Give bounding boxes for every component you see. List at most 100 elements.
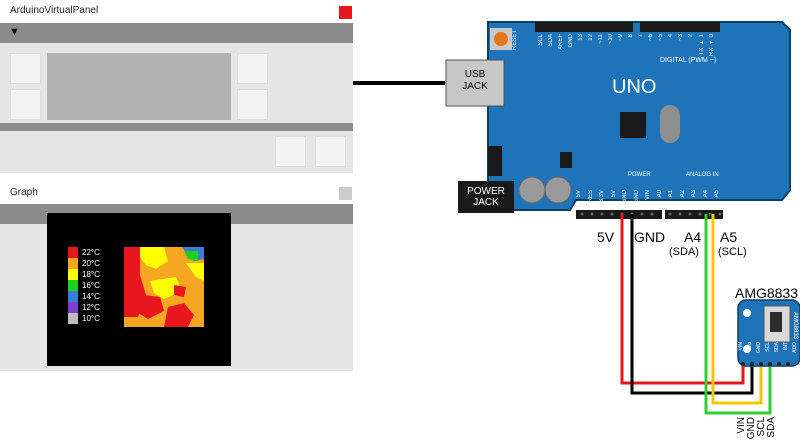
legend-label: 14°C bbox=[82, 292, 100, 301]
power-jack-label: POWER JACK bbox=[458, 186, 514, 208]
panel-display bbox=[47, 53, 231, 120]
pin-label: ~11 bbox=[598, 34, 604, 44]
legend-swatch bbox=[68, 280, 78, 291]
pin-label: 13 bbox=[578, 34, 584, 41]
digital-header-1 bbox=[535, 22, 633, 32]
pin-label: A1 bbox=[668, 190, 674, 198]
power-jack bbox=[458, 181, 514, 213]
wire-gnd bbox=[630, 214, 754, 395]
legend-swatch bbox=[68, 313, 78, 324]
reset-label: RESET bbox=[512, 30, 518, 51]
legend-swatch bbox=[68, 302, 78, 313]
pin-label: SCL bbox=[765, 342, 771, 352]
legend-row: 20°C bbox=[68, 258, 100, 269]
digital-header-2 bbox=[640, 22, 720, 32]
label-5v: 5V bbox=[597, 229, 615, 245]
pin-label: ~10 bbox=[608, 34, 614, 45]
pin-label: ~6 bbox=[648, 34, 654, 41]
panel-button-5[interactable] bbox=[275, 136, 306, 167]
pin-label: ~3 bbox=[678, 34, 684, 41]
power-label-line2: JACK bbox=[473, 197, 499, 208]
legend-swatch bbox=[68, 258, 78, 269]
power-header-label: POWER bbox=[628, 172, 651, 178]
panel-button-2[interactable] bbox=[10, 89, 41, 120]
pin-label: A2 bbox=[679, 190, 686, 198]
panel-button-1[interactable] bbox=[10, 53, 41, 84]
pin-label: GND bbox=[756, 342, 762, 354]
pin-label: 5V bbox=[610, 190, 617, 198]
legend-row: 10°C bbox=[68, 313, 100, 324]
legend-swatch bbox=[68, 269, 78, 280]
pin-label: RES bbox=[587, 190, 594, 203]
pin-label: GND bbox=[568, 34, 574, 48]
pin-label: SDA bbox=[766, 417, 777, 438]
power-header bbox=[576, 210, 662, 219]
panel-button-4[interactable] bbox=[237, 89, 268, 120]
pin-label: GND bbox=[622, 190, 628, 204]
pin-label: 4 bbox=[668, 34, 674, 38]
graph-title: Graph bbox=[10, 187, 38, 198]
legend-label: 20°C bbox=[82, 259, 100, 268]
pin-label: 3.3V bbox=[599, 190, 605, 203]
legend-swatch bbox=[68, 291, 78, 302]
graph-close-icon[interactable] bbox=[339, 187, 352, 200]
pin-label: VIN bbox=[645, 190, 651, 201]
label-gnd: GND bbox=[634, 229, 666, 245]
wire-a5-scl bbox=[711, 214, 763, 405]
board-brand: UNO bbox=[612, 76, 657, 98]
label-a5-sub: (SCL) bbox=[718, 246, 747, 258]
pin-label: VIN bbox=[738, 342, 744, 351]
pin-label: ~5 bbox=[658, 34, 664, 41]
pin-label: TX ▸ 1 bbox=[699, 34, 705, 56]
pin-label: 7 bbox=[638, 34, 644, 38]
panel-toolbar: ▼ bbox=[0, 23, 353, 43]
legend-label: 10°C bbox=[82, 314, 100, 323]
pin-label: INT bbox=[783, 342, 789, 351]
pin-label: 3Vo bbox=[747, 342, 753, 351]
analog-header-label: ANALOG IN bbox=[686, 172, 719, 178]
pin-label: SDA bbox=[774, 342, 780, 353]
pin-label: RX ◂ 0 bbox=[709, 34, 715, 57]
legend-row: 16°C bbox=[68, 280, 100, 291]
sensor-board-text: AMG8833 bbox=[792, 312, 798, 340]
legend-row: 22°C bbox=[68, 247, 100, 258]
analog-header bbox=[665, 210, 723, 219]
label-a4: A4 bbox=[684, 229, 702, 245]
panel-button-3[interactable] bbox=[237, 53, 268, 84]
label-a4-sub: (SDA) bbox=[669, 246, 699, 258]
panel-divider-bar bbox=[0, 123, 353, 131]
digital-label: DIGITAL (PWM ~) bbox=[660, 57, 717, 64]
pin-label: A0 bbox=[656, 190, 663, 198]
label-a5: A5 bbox=[720, 229, 738, 245]
sensor-name: AMG8833 bbox=[735, 285, 799, 301]
pin-label: GND bbox=[633, 190, 640, 204]
wire-a4-sda bbox=[704, 214, 772, 415]
legend-label: 16°C bbox=[82, 281, 100, 290]
regulator bbox=[488, 146, 502, 176]
pin-label: ~9 bbox=[618, 34, 624, 41]
pin-label: A5 bbox=[714, 190, 720, 198]
legend-row: 14°C bbox=[68, 291, 100, 302]
usb-jack-label: USB JACK bbox=[446, 69, 504, 93]
panel-title: ArduinoVirtualPanel bbox=[10, 5, 99, 16]
capacitor-1 bbox=[518, 176, 546, 204]
oscillator bbox=[660, 105, 680, 143]
panel-button-6[interactable] bbox=[315, 136, 346, 167]
legend-label: 22°C bbox=[82, 248, 100, 257]
pin-label: ADO bbox=[792, 342, 798, 353]
pin-label: 2 bbox=[688, 34, 694, 38]
pin-label: 8 bbox=[628, 34, 634, 38]
wire-5v bbox=[620, 214, 745, 385]
mcu-chip bbox=[620, 112, 646, 138]
usb-label-line2: JACK bbox=[462, 81, 488, 92]
legend-swatch bbox=[68, 247, 78, 258]
dropdown-menu-icon[interactable]: ▼ bbox=[9, 26, 20, 38]
legend-row: 18°C bbox=[68, 269, 100, 280]
pin-label: A4 bbox=[702, 190, 709, 198]
legend-row: 12°C bbox=[68, 302, 100, 313]
close-icon[interactable] bbox=[339, 6, 352, 19]
pin-label: 5V bbox=[576, 190, 582, 198]
usb-jack bbox=[445, 59, 505, 107]
